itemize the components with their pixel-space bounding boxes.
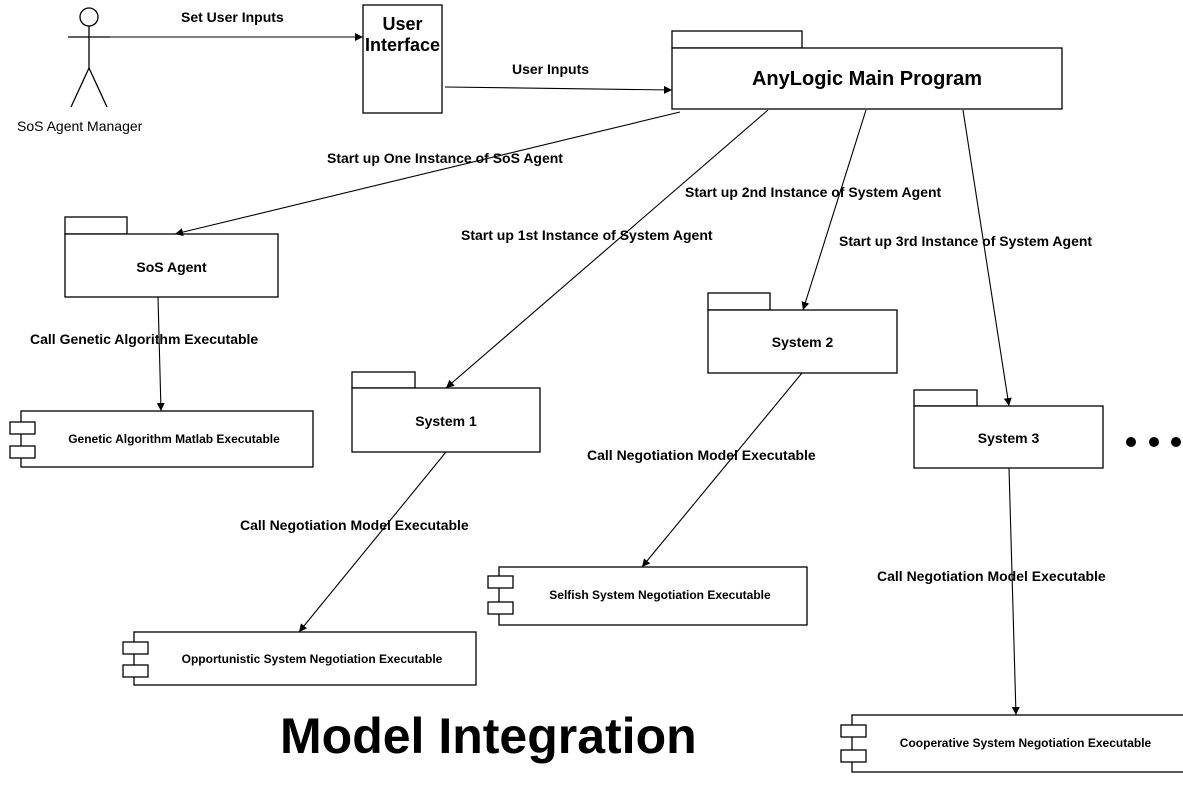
sos-agent-label: SoS Agent: [136, 259, 207, 275]
edge-label-start-2nd: Start up 2nd Instance of System Agent: [685, 184, 942, 200]
edge-label-start-3rd: Start up 3rd Instance of System Agent: [839, 233, 1093, 249]
arrow-user-inputs: [444, 85, 673, 94]
arrow-start-sos: [174, 111, 681, 237]
arrow-start-3rd: [962, 109, 1012, 407]
selfish-executable-label: Selfish System Negotiation Executable: [549, 588, 771, 602]
cooperative-component: [840, 714, 1183, 773]
system-2-package: [707, 292, 898, 374]
sos-agent-package: [64, 216, 279, 298]
system-3-package: [913, 389, 1104, 469]
edge-label-call-negotiation-3: Call Negotiation Model Executable: [877, 568, 1106, 584]
main-program-package: [671, 30, 1063, 110]
edge-label-call-negotiation-1: Call Negotiation Model Executable: [240, 517, 469, 533]
edge-label-user-inputs: User Inputs: [512, 61, 590, 77]
system-1-label: System 1: [415, 413, 477, 429]
user-interface-box: [362, 4, 443, 114]
edge-label-call-genetic: Call Genetic Algorithm Executable: [30, 331, 259, 347]
genetic-executable-label: Genetic Algorithm Matlab Executable: [68, 432, 280, 446]
selfish-component: [487, 566, 808, 626]
arrow-start-2nd: [801, 109, 867, 311]
edge-label-call-negotiation-2: Call Negotiation Model Executable: [587, 447, 816, 463]
more-systems-ellipsis: [1126, 437, 1181, 447]
actor-label: SoS Agent Manager: [17, 118, 143, 134]
opportunistic-component: [122, 631, 477, 686]
arrow-call-negotiation-3: [1008, 467, 1020, 716]
user-interface-label: User Interface: [364, 14, 441, 55]
system-2-label: System 2: [771, 334, 834, 350]
main-program-label: AnyLogic Main Program: [751, 68, 983, 90]
edge-label-start-1st: Start up 1st Instance of System Agent: [461, 227, 713, 243]
opportunistic-executable-label: Opportunistic System Negotiation Executa…: [181, 652, 443, 666]
arrow-call-negotiation-1: [298, 451, 447, 633]
edge-label-start-sos: Start up One Instance of SoS Agent: [327, 150, 563, 166]
arrow-call-genetic: [156, 296, 165, 412]
actor-figure: [68, 7, 110, 108]
system-3-label: System 3: [977, 430, 1040, 446]
arrow-start-1st: [445, 109, 769, 389]
page-title: Model Integration: [280, 708, 697, 764]
arrow-call-negotiation-2: [641, 372, 803, 568]
genetic-algorithm-component: [9, 410, 314, 468]
system-1-package: [351, 371, 541, 453]
edge-label-set-user-inputs: Set User Inputs: [181, 9, 284, 25]
cooperative-executable-label: Cooperative System Negotiation Executabl…: [899, 736, 1152, 750]
